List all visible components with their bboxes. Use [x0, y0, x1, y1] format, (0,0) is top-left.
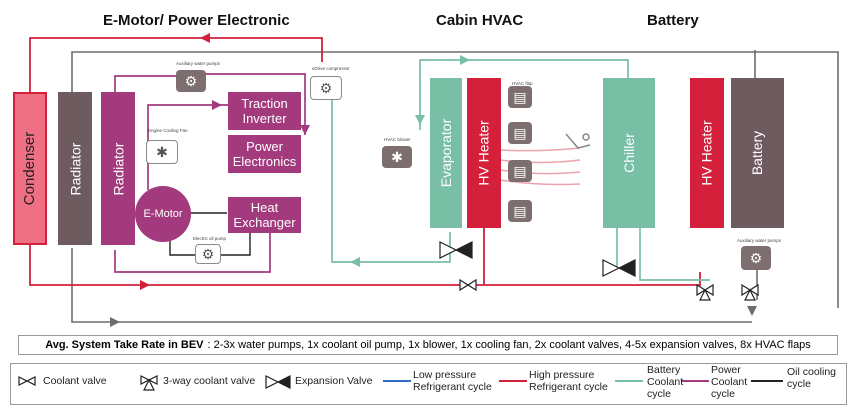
legend-low-pressure: Low pressure Refrigerant cycle	[413, 369, 492, 393]
red-bottom-line	[29, 245, 701, 286]
arrow-red-top	[200, 33, 210, 43]
arrow-magenta-right	[300, 125, 310, 135]
legend: Coolant valve 3-way coolant valve Expans…	[10, 363, 847, 405]
teal-chiller-right	[639, 228, 710, 281]
blower-icon: ✱	[382, 146, 412, 168]
compressor-label: eDrive compressor	[312, 66, 350, 71]
expansion-valve-chiller	[602, 259, 621, 277]
arrow-gray-bottom	[110, 317, 120, 327]
legend-battery-coolant: Battery Coolant cycle	[647, 364, 684, 400]
header-emotor-power-electronic: E-Motor/ Power Electronic	[103, 12, 290, 29]
three-way-valve-left	[696, 283, 714, 301]
airflow-4	[499, 179, 581, 186]
blower-label: HVAC blower	[384, 137, 411, 142]
oil-pump-label: Electric oil pump	[193, 236, 227, 241]
hvac-flap-icon-2: ▤	[508, 122, 532, 144]
arrow-teal-top	[460, 55, 470, 65]
legend-coolant-valve: Coolant valve	[43, 375, 107, 387]
heat-exchanger: Heat Exchanger	[228, 197, 301, 233]
legend-power-coolant: Power Coolant cycle	[711, 364, 748, 400]
hvac-flap-label: HVAC flap	[512, 81, 533, 86]
airflow-2	[499, 159, 581, 164]
compressor-icon: ⚙	[310, 76, 342, 100]
aux-pump-icon-top: ⚙	[176, 70, 206, 92]
aux-pump-icon-battery: ⚙	[741, 246, 771, 270]
airflow-1	[499, 147, 581, 152]
hv-heater-battery: HV Heater	[690, 78, 724, 228]
chiller: Chiller	[603, 78, 655, 228]
legend-expansion-valve-icon	[265, 375, 280, 389]
teal-top-line	[419, 59, 629, 82]
traction-inverter: Traction Inverter	[228, 92, 301, 130]
oil-pump-icon: ⚙	[195, 244, 221, 264]
hvac-flap-icon-3: ▤	[508, 160, 532, 182]
radiator-outer: Radiator	[58, 92, 92, 245]
power-electronics: Power Electronics	[228, 135, 301, 173]
emotor: E-Motor	[135, 186, 191, 242]
take-rate-text: : 2-3x water pumps, 1x coolant oil pump,…	[207, 339, 811, 351]
aux-pump-label-top: Auxiliary water pumps	[176, 61, 221, 66]
airflow-3	[499, 169, 581, 175]
cooling-fan-icon: ✱	[146, 140, 178, 164]
aux-pump-label-battery: Auxiliary water pumps	[737, 238, 782, 243]
legend-three-way-valve: 3-way coolant valve	[163, 375, 256, 387]
coolant-valve-bottom	[459, 278, 477, 292]
arrow-teal-left	[415, 115, 425, 125]
legend-symbols	[18, 375, 783, 391]
legend-high-pressure: High pressure Refrigerant cycle	[529, 369, 608, 393]
legend-oil-cooling: Oil cooling cycle	[787, 366, 837, 390]
legend-expansion-valve-icon-dark	[276, 375, 291, 389]
legend-three-way-valve-icon	[140, 375, 158, 391]
cooling-fan-label: Engine Cooling Fan	[148, 128, 188, 133]
gray-top-line	[71, 51, 839, 308]
header-cabin-hvac: Cabin HVAC	[436, 12, 524, 29]
arrow-gray-right	[747, 306, 757, 316]
expansion-valve-evaporator-dark	[454, 241, 473, 259]
magenta-he-line	[114, 233, 271, 273]
condenser: Condenser	[13, 92, 47, 245]
evaporator: Evaporator	[430, 78, 462, 228]
header-battery: Battery	[647, 12, 699, 29]
expansion-valve-chiller-dark	[617, 259, 636, 277]
arrow-magenta-inner	[212, 100, 222, 110]
take-rate-label: Avg. System Take Rate in BEV	[45, 339, 204, 351]
arrow-red-bottom	[140, 280, 150, 290]
arrow-teal-loop	[350, 257, 360, 267]
battery: Battery	[731, 78, 784, 228]
hvac-flap-icon-4: ▤	[508, 200, 532, 222]
hv-heater-cabin: HV Heater	[467, 78, 501, 228]
legend-coolant-valve-icon	[18, 376, 36, 386]
legend-expansion-valve: Expansion Valve	[295, 375, 373, 387]
red-top-line	[29, 37, 323, 92]
hvac-flap-icon-1: ▤	[508, 86, 532, 108]
take-rate-bar: Avg. System Take Rate in BEV : 2-3x wate…	[18, 335, 838, 355]
expansion-valve-evaporator	[439, 241, 458, 259]
radiator-inner: Radiator	[101, 92, 135, 245]
gray-bottom-line	[71, 248, 752, 323]
three-way-valve-right	[741, 283, 759, 301]
seat-icon	[565, 133, 591, 149]
